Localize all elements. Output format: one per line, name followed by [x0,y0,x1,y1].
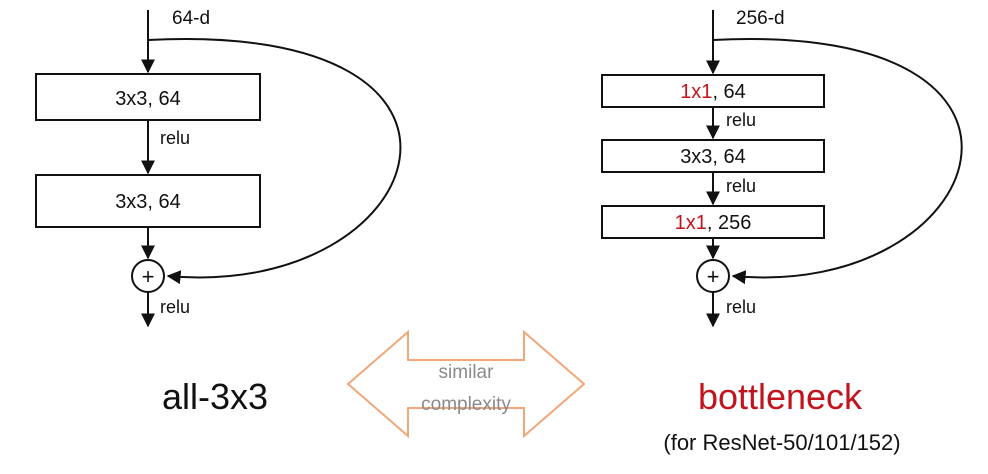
right-layer3-label: 1x1, 256 [675,212,752,234]
right-input-label: 256-d [736,8,785,29]
middle-label-line1: similar [439,362,495,383]
right-subcaption: (for ResNet-50/101/152) [663,430,900,455]
left-layer2-box [35,174,261,228]
right-block: 256-d 1x1, 64 relu 3x3, 64 relu 1x1, 256… [601,8,963,455]
right-layer3-channels: , 256 [707,212,751,234]
left-block: 64-d 3x3, 64 relu 3x3, 64 + relu all-3x3 [35,8,402,417]
right-caption: bottleneck [698,376,863,417]
right-add-symbol: + [707,264,720,289]
right-layer1-label: 1x1, 64 [680,81,746,103]
left-relu-out: relu [160,297,190,317]
middle-label-line2: complexity [421,394,511,415]
left-input-label: 64-d [172,8,210,29]
right-layer1-channels: , 64 [712,81,745,103]
right-layer2-box [601,139,825,173]
left-relu-1: relu [160,128,190,148]
right-skip-connection [712,37,963,285]
right-layer3-kernel: 1x1 [675,212,707,234]
double-arrow-outline [346,329,586,439]
right-relu-1: relu [726,110,756,130]
left-caption: all-3x3 [162,376,268,417]
left-add-symbol: + [142,264,155,289]
left-layer2-label: 3x3, 64 [115,191,181,213]
right-layer2-label: 3x3, 64 [680,146,746,168]
double-arrow-icon: similar complexity [346,329,586,439]
left-layer1-label: 3x3, 64 [115,88,181,110]
right-layer3-box [601,205,825,239]
right-relu-out: relu [726,297,756,317]
right-layer1-kernel: 1x1 [680,81,712,103]
left-skip-connection [147,37,402,285]
right-relu-2: relu [726,176,756,196]
